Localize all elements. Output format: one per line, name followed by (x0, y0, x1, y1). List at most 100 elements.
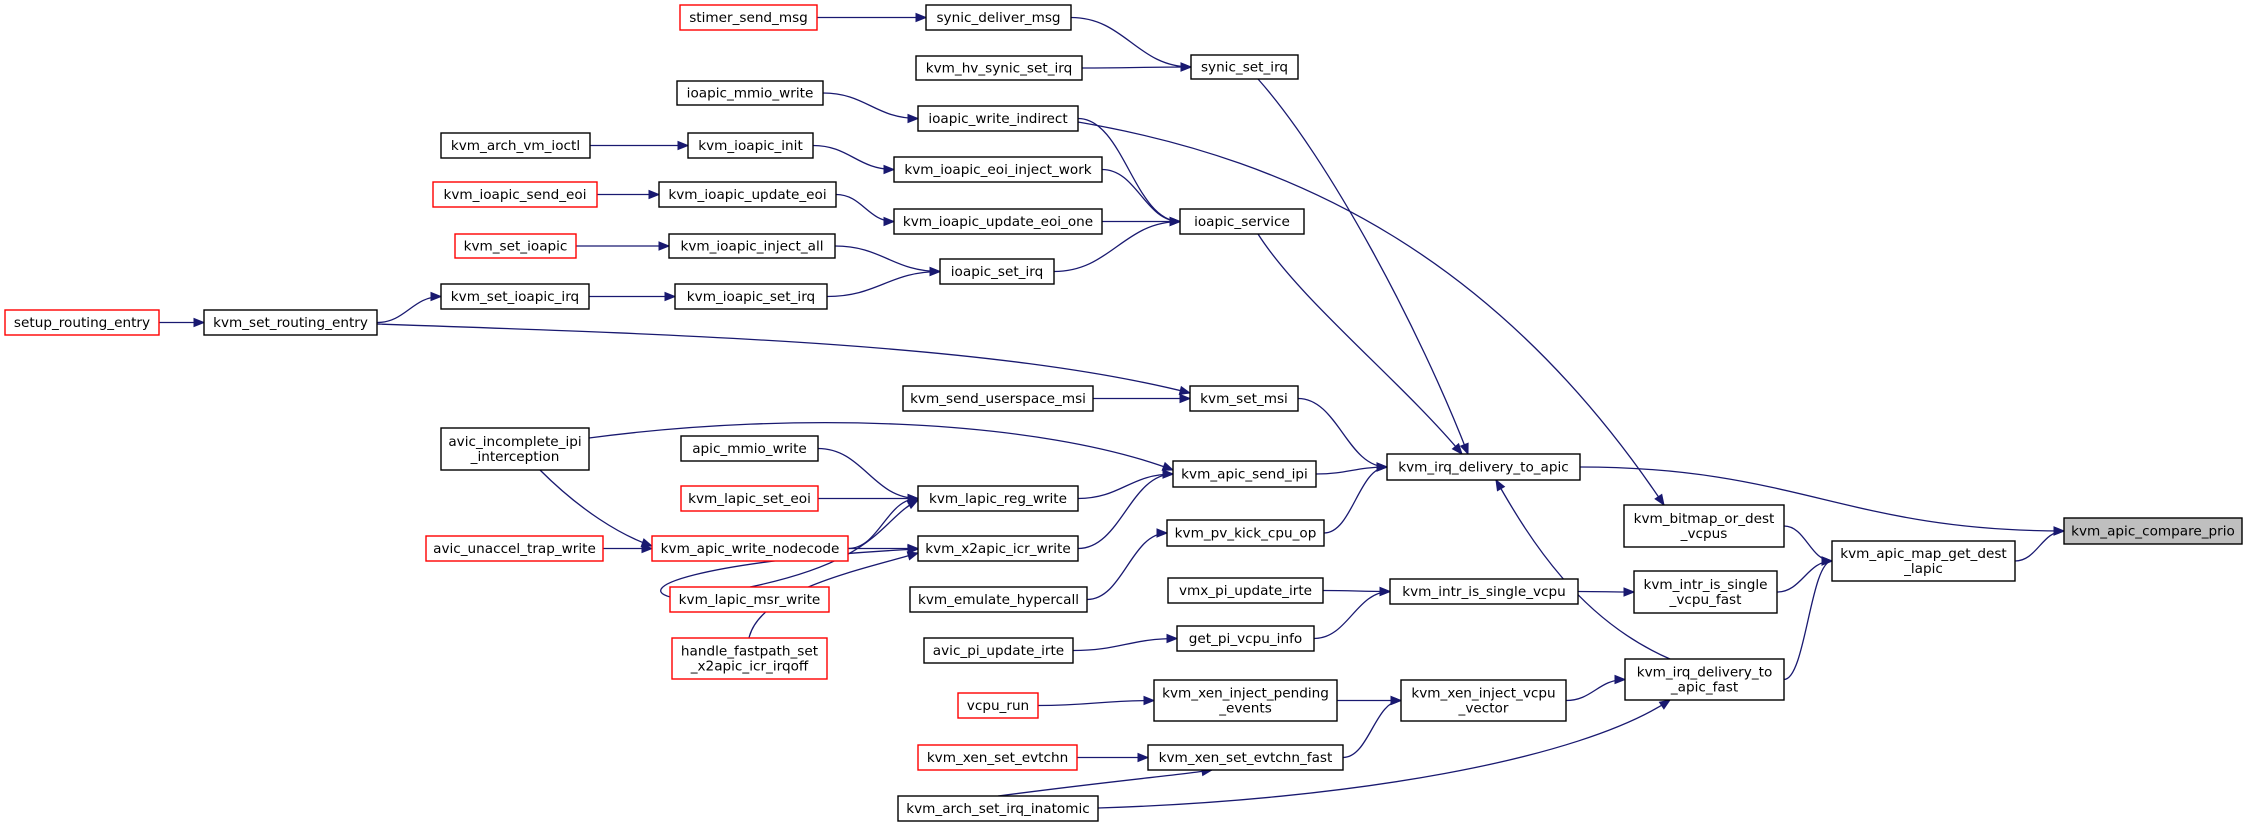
arrowhead-icon (907, 544, 920, 555)
node-kvm-xen-inject-vcpu-vector[interactable]: kvm_xen_inject_vcpu_vector (1400, 679, 1567, 722)
node-label: avic_incomplete_ipi (448, 434, 581, 450)
node-setup-routing-entry[interactable]: setup_routing_entry (4, 309, 160, 336)
node-kvm-apic-send-ipi[interactable]: kvm_apic_send_ipi (1172, 460, 1317, 488)
node-kvm-ioapic-init[interactable]: kvm_ioapic_init (687, 132, 814, 159)
node-box (1624, 658, 1785, 701)
arrowhead-icon (1180, 62, 1193, 72)
call-edge-kvm-apic-map-get-dest-lapic-to-kvm-apic-compare-prio (2014, 526, 2066, 562)
edge-line (749, 499, 919, 588)
node-box (651, 535, 849, 562)
node-box (669, 586, 830, 613)
node-kvm-apic-write-nodecode[interactable]: kvm_apic_write_nodecode (651, 535, 849, 562)
call-edge-kvm-send-userspace-msi-to-kvm-set-msi (1092, 393, 1192, 404)
edge-line (1086, 532, 1168, 601)
call-edge-ioapic-service-to-kvm-irq-delivery-to-apic (1257, 233, 1463, 456)
node-label: kvm_set_msi (1200, 391, 1288, 407)
node-kvm-intr-is-single-vcpu-fast[interactable]: kvm_intr_is_single_vcpu_fast (1633, 570, 1778, 614)
node-kvm-set-ioapic[interactable]: kvm_set_ioapic (454, 233, 577, 259)
arrowhead-icon (658, 241, 671, 251)
node-label: synic_set_irq (1201, 60, 1288, 76)
node-kvm-lapic-reg-write[interactable]: kvm_lapic_reg_write (917, 485, 1079, 512)
node-avic-incomplete-ipi-interception[interactable]: avic_incomplete_ipi_interception (440, 427, 590, 471)
node-kvm-ioapic-update-eoi-one[interactable]: kvm_ioapic_update_eoi_one (893, 208, 1103, 235)
function-nodes: kvm_apic_compare_prio kvm_irq_delivery_to… (4, 4, 2243, 822)
node-label: kvm_set_ioapic_irq (451, 289, 579, 305)
edge-line (1081, 66, 1192, 69)
node-kvm-bitmap-or-dest-vcpus[interactable]: kvm_bitmap_or_dest_vcpus (1623, 504, 1785, 548)
node-handle-fastpath-set-x2apic-icr-irqoff[interactable]: handle_fastpath_set_x2apic_icr_irqoff (671, 637, 828, 680)
arrowhead-icon (883, 164, 896, 175)
node-label: synic_deliver_msg (936, 10, 1060, 26)
node-kvm-arch-vm-ioctl[interactable]: kvm_arch_vm_ioctl (440, 132, 591, 159)
node-box (902, 385, 1094, 412)
node-kvm-xen-set-evtchn-fast[interactable]: kvm_xen_set_evtchn_fast (1147, 744, 1344, 771)
node-kvm-apic-compare-prio[interactable]: kvm_apic_compare_prio (2063, 517, 2243, 545)
node-label: ioapic_set_irq (951, 264, 1043, 280)
node-label: kvm_lapic_msr_write (679, 592, 821, 608)
node-kvm-intr-is-single-vcpu[interactable]: kvm_intr_is_single_vcpu (1389, 578, 1579, 605)
arrowhead-icon (906, 551, 920, 561)
node-kvm-ioapic-set-irq[interactable]: kvm_ioapic_set_irq (674, 283, 828, 310)
edge-line (1097, 699, 1671, 809)
node-ioapic-set-irq[interactable]: ioapic_set_irq (939, 258, 1055, 285)
node-label: kvm_arch_set_irq_inatomic (906, 801, 1089, 817)
node-label: ioapic_write_indirect (928, 111, 1067, 127)
node-label: kvm_apic_compare_prio (2071, 524, 2235, 540)
node-box (909, 586, 1088, 613)
node-box (1172, 460, 1317, 488)
node-kvm-x2apic-icr-write[interactable]: kvm_x2apic_icr_write (917, 535, 1079, 562)
node-kvm-set-routing-entry[interactable]: kvm_set_routing_entry (203, 309, 378, 336)
node-box (917, 485, 1079, 512)
node-kvm-apic-map-get-dest-lapic[interactable]: kvm_apic_map_get_dest_lapic (1831, 540, 2016, 582)
node-label: avic_unaccel_trap_write (433, 541, 596, 557)
node-kvm-ioapic-eoi-inject-work[interactable]: kvm_ioapic_eoi_inject_work (893, 156, 1103, 183)
node-label: kvm_bitmap_or_dest (1634, 511, 1775, 527)
node-get-pi-vcpu-info[interactable]: get_pi_vcpu_info (1176, 625, 1315, 652)
node-kvm-ioapic-update-eoi[interactable]: kvm_ioapic_update_eoi (658, 181, 837, 208)
node-ioapic-write-indirect[interactable]: ioapic_write_indirect (917, 105, 1079, 132)
node-kvm-set-msi[interactable]: kvm_set_msi (1189, 385, 1299, 412)
node-vcpu-run[interactable]: vcpu_run (957, 692, 1039, 719)
node-kvm-emulate-hypercall[interactable]: kvm_emulate_hypercall (909, 586, 1088, 613)
node-stimer-send-msg[interactable]: stimer_send_msg (679, 4, 818, 31)
node-kvm-lapic-msr-write[interactable]: kvm_lapic_msr_write (669, 586, 830, 613)
node-synic-deliver-msg[interactable]: synic_deliver_msg (925, 4, 1072, 31)
node-ioapic-service[interactable]: ioapic_service (1179, 208, 1305, 235)
node-vmx-pi-update-irte[interactable]: vmx_pi_update_irte (1167, 577, 1324, 604)
node-kvm-pv-kick-cpu-op[interactable]: kvm_pv_kick_cpu_op (1166, 519, 1325, 547)
node-box (680, 435, 819, 462)
node-kvm-hv-synic-set-irq[interactable]: kvm_hv_synic_set_irq (915, 55, 1083, 81)
node-kvm-set-ioapic-irq[interactable]: kvm_set_ioapic_irq (440, 283, 590, 310)
call-edge-setup-routing-entry-to-kvm-set-routing-entry (159, 317, 206, 328)
node-box (425, 535, 604, 562)
node-avic-unaccel-trap-write[interactable]: avic_unaccel_trap_write (425, 535, 604, 562)
edge-line (1257, 78, 1469, 455)
edge-line (822, 92, 919, 120)
node-label: kvm_ioapic_init (698, 138, 803, 154)
node-label: kvm_apic_write_nodecode (661, 541, 840, 557)
node-label: kvm_apic_map_get_dest (1840, 546, 2006, 562)
call-edge-synic-deliver-msg-to-synic-set-irq (1070, 16, 1193, 72)
call-edge-avic-unaccel-trap-write-to-kvm-apic-write-nodecode (603, 543, 654, 554)
edge-line (1579, 466, 2065, 532)
node-synic-set-irq[interactable]: synic_set_irq (1190, 54, 1299, 80)
node-kvm-irq-delivery-to-apic[interactable]: kvm_irq_delivery_to_apic (1386, 453, 1581, 481)
node-kvm-irq-delivery-to-apic-fast[interactable]: kvm_irq_delivery_to_apic_fast (1624, 658, 1785, 701)
node-kvm-send-userspace-msi[interactable]: kvm_send_userspace_msi (902, 385, 1094, 412)
node-kvm-ioapic-inject-all[interactable]: kvm_ioapic_inject_all (668, 233, 836, 259)
node-kvm-ioapic-send-eoi[interactable]: kvm_ioapic_send_eoi (432, 181, 598, 208)
node-kvm-xen-set-evtchn[interactable]: kvm_xen_set_evtchn (917, 744, 1078, 771)
call-edge-kvm-pv-kick-cpu-op-to-kvm-irq-delivery-to-apic (1323, 462, 1389, 534)
node-kvm-xen-inject-pending-events[interactable]: kvm_xen_inject_pending_events (1153, 679, 1338, 722)
call-edge-synic-set-irq-to-kvm-irq-delivery-to-apic (1257, 78, 1469, 456)
node-kvm-arch-set-irq-inatomic[interactable]: kvm_arch_set_irq_inatomic (897, 795, 1099, 822)
call-edge-kvm-x2apic-icr-write-to-kvm-apic-send-ipi (1077, 469, 1175, 550)
call-edge-kvm-set-ioapic-to-kvm-ioapic-inject-all (575, 241, 671, 251)
node-apic-mmio-write[interactable]: apic_mmio_write (680, 435, 819, 462)
call-edge-handle-fastpath-set-x2apic-icr-irqoff-to-kvm-x2apic-icr-write (748, 551, 920, 639)
node-label: kvm_ioapic_inject_all (680, 239, 823, 255)
node-kvm-lapic-set-eoi[interactable]: kvm_lapic_set_eoi (680, 485, 819, 512)
node-avic-pi-update-irte[interactable]: avic_pi_update_irte (923, 637, 1074, 664)
node-ioapic-mmio-write[interactable]: ioapic_mmio_write (676, 80, 824, 106)
